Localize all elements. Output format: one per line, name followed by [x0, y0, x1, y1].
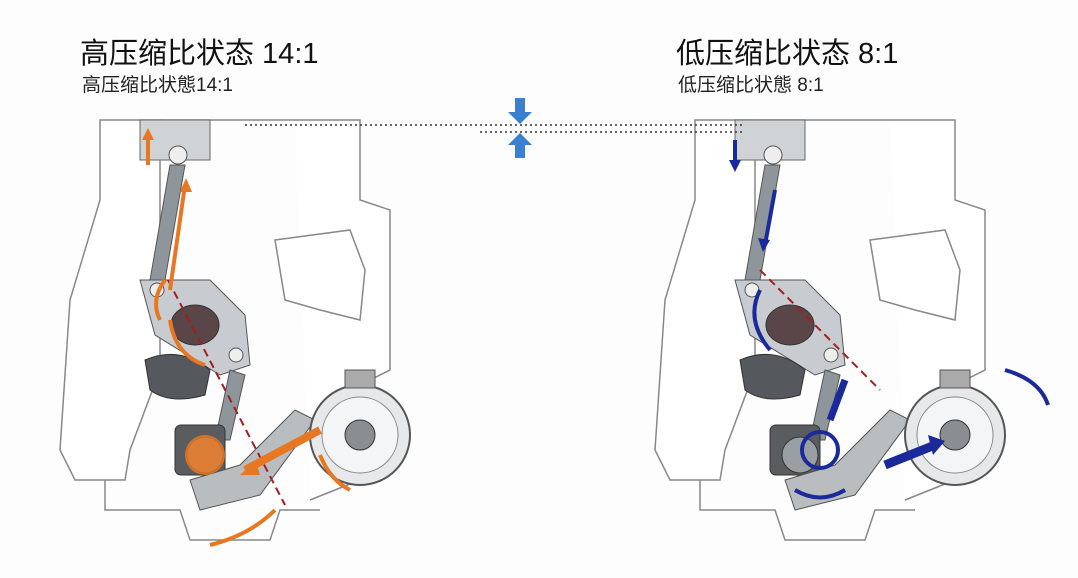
right-engine-low-compression	[654, 119, 1050, 541]
right-subtitle: 低压缩比状態 8:1	[678, 75, 824, 96]
pivot-highlight	[185, 435, 225, 475]
down-arrow-icon	[508, 112, 532, 124]
left-title: 高压缩比状态 14:1	[80, 38, 319, 70]
piston-height-indicator	[245, 98, 745, 158]
up-arrow-icon	[508, 133, 532, 145]
blue-motion-arrows	[733, 140, 1050, 500]
link-axis-line	[759, 269, 881, 391]
left-engine-high-compression	[59, 119, 411, 547]
orange-motion-arrows	[146, 135, 351, 547]
link-axis-line	[167, 279, 286, 506]
right-title: 低压缩比状态 8:1	[676, 38, 899, 70]
left-subtitle: 高压缩比状態14:1	[82, 75, 233, 96]
pivot-highlight	[800, 430, 840, 470]
